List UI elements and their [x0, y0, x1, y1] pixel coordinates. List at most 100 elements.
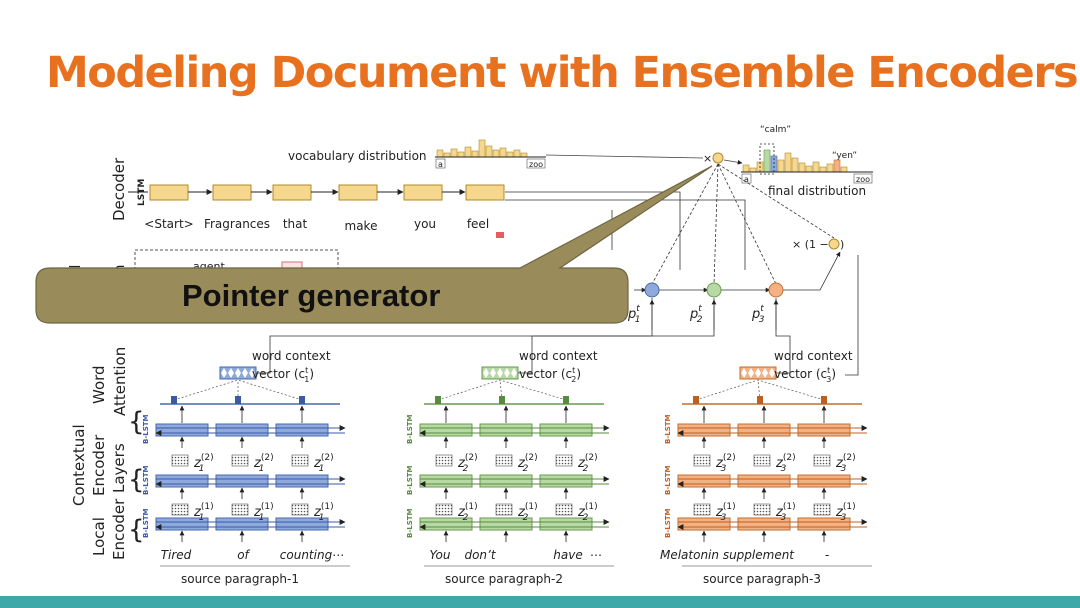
one-minus-op: × (1 − [792, 238, 829, 251]
p-node-2 [706, 282, 722, 298]
decoder-token: make [345, 219, 378, 233]
lstm-cell [737, 474, 791, 488]
svg-text:z(1)3: z(1)3 [775, 502, 796, 523]
lstm-cell [155, 423, 209, 437]
source-word: Tired [161, 548, 192, 562]
svg-text:{: { [128, 407, 145, 437]
final-axis-end: zoo [856, 175, 870, 184]
svg-text:z(1)3: z(1)3 [835, 502, 856, 523]
decoder-label: Decoder [110, 157, 128, 221]
lstm-cell [677, 423, 731, 437]
svg-text:z(1)2: z(1)2 [577, 502, 598, 523]
context-vector-label: word context [252, 349, 331, 363]
latent-z-box [435, 454, 453, 467]
final-word-yen: “yen” [832, 151, 857, 161]
svg-text:vector (ct2): vector (ct2) [519, 366, 581, 384]
svg-text:pt3: pt3 [751, 304, 765, 325]
latent-z-box [495, 503, 513, 516]
lstm-cell [155, 474, 209, 488]
decoder-token: that [283, 217, 308, 231]
vocab-label: vocabulary distribution [288, 149, 427, 163]
lstm-cell [479, 474, 533, 488]
lstm-cell [797, 423, 851, 437]
svg-text:pt2: pt2 [689, 304, 703, 325]
source-word: ⋯ [590, 548, 602, 562]
decoder-row: Decoder LSTM <Start> Fragrances that mak… [110, 157, 505, 238]
svg-text:Local: Local [90, 517, 108, 556]
source-paragraph-label: source paragraph-3 [703, 572, 821, 586]
decoder-token: <Start> [144, 217, 193, 231]
svg-text:pt1: pt1 [627, 304, 641, 325]
lstm-cell [539, 474, 593, 488]
lstm-cell [215, 423, 269, 437]
svg-text:z(2)1: z(2)1 [193, 453, 214, 474]
gen-prob-node [828, 238, 840, 250]
svg-text:z(2)2: z(2)2 [517, 453, 538, 474]
latent-z-box [555, 503, 573, 516]
svg-text:z(1)3: z(1)3 [715, 502, 736, 523]
svg-text:Word: Word [90, 365, 108, 404]
source-word: don’t [464, 548, 496, 562]
slide-title: Modeling Document with Ensemble Encoders [46, 48, 1079, 98]
decoder-cell [465, 184, 505, 201]
latent-z-box [231, 503, 249, 516]
b-lstm-tag: B-LSTM [142, 465, 150, 495]
times-op: × [703, 152, 712, 165]
context-vector-label: word context [774, 349, 853, 363]
lstm-cell [419, 423, 473, 437]
svg-text:z(2)3: z(2)3 [775, 453, 796, 474]
svg-text:z(2)1: z(2)1 [253, 453, 274, 474]
final-distribution: × “calm” “yen” a zoo final distribution … [703, 125, 873, 251]
b-lstm-tag: B-LSTM [142, 508, 150, 538]
vocab-axis-start: a [438, 160, 443, 169]
pointer-generator-callout [35, 165, 713, 324]
b-lstm-tag: B-LSTM [406, 414, 414, 444]
decoder-cell [403, 184, 443, 201]
final-label: final distribution [768, 184, 866, 198]
row-labels: Word Attention Contextual Encoder Layers… [70, 347, 145, 560]
vocab-distribution: vocabulary distribution a zoo [288, 139, 704, 169]
lstm-cell [479, 423, 533, 437]
source-paragraph-label: source paragraph-2 [445, 572, 563, 586]
context-vector-bar [739, 366, 777, 380]
svg-text:{: { [128, 515, 145, 545]
latent-z-box [495, 454, 513, 467]
b-lstm-tag: B-LSTM [406, 508, 414, 538]
latent-z-box [753, 503, 771, 516]
lstm-cell [539, 423, 593, 437]
svg-text:vector (ct3): vector (ct3) [774, 366, 836, 384]
latent-z-box [693, 503, 711, 516]
latent-z-box [171, 503, 189, 516]
svg-text:vector (ct1): vector (ct1) [252, 366, 314, 384]
p-node-3 [768, 282, 784, 298]
final-word-calm: “calm” [760, 125, 791, 135]
context-vector-bar [481, 366, 519, 380]
lstm-cell [419, 474, 473, 488]
latent-z-box [813, 503, 831, 516]
footer-bar [0, 596, 1080, 608]
svg-text:z(1)2: z(1)2 [517, 502, 538, 523]
latent-z-box [813, 454, 831, 467]
latent-z-box [435, 503, 453, 516]
svg-text:z(2)2: z(2)2 [577, 453, 598, 474]
decoder-token: feel [467, 217, 489, 231]
lstm-cell [677, 474, 731, 488]
source-word: Melatonin supplement [660, 548, 795, 562]
latent-z-box [555, 454, 573, 467]
vocab-axis-end: zoo [529, 160, 543, 169]
b-lstm-tag: B-LSTM [664, 465, 672, 495]
svg-text:Attention: Attention [111, 347, 129, 416]
source-word: counting⋯ [280, 548, 344, 562]
svg-text:z(1)2: z(1)2 [457, 502, 478, 523]
svg-text:): ) [840, 238, 844, 251]
decoder-cell [338, 184, 378, 201]
svg-text:Encoder: Encoder [110, 498, 128, 560]
latent-z-box [231, 454, 249, 467]
svg-text:z(1)1: z(1)1 [253, 502, 274, 523]
latent-z-box [171, 454, 189, 467]
p-node-1 [644, 282, 660, 298]
